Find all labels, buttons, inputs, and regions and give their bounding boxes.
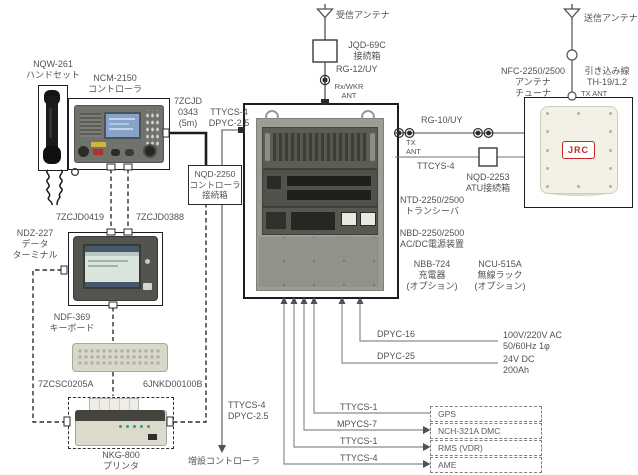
- tx-antenna-icon: [563, 4, 581, 19]
- cable-mpycs7-label: MPYCS-7: [337, 419, 378, 429]
- cable-7zcjd0388-label: 7ZCJD0388: [136, 212, 185, 222]
- printer-top: [75, 410, 165, 421]
- knob-right: [143, 144, 157, 158]
- jqd-69c-box: [312, 39, 338, 63]
- nqd-2250-junction-box: NQD-2250 コントローラ 接続箱: [188, 165, 242, 205]
- ndf-369-image: [72, 343, 168, 372]
- tuner-screws: [546, 112, 549, 115]
- handset-image: [41, 88, 63, 166]
- external-box-ame: AME: [430, 457, 542, 473]
- terminal-button: [145, 259, 150, 264]
- rx-antenna-label: 受信アンテナ: [336, 10, 390, 20]
- tuner-tx-ant-label: TX ANT: [581, 89, 608, 98]
- knob-left: [78, 146, 89, 157]
- feedline-insulator: [566, 49, 578, 61]
- tx-antenna-label: 送信アンテナ: [584, 13, 638, 23]
- external-box-dmc: NCH-321A DMC: [430, 423, 542, 439]
- lifting-eye-left: [265, 110, 279, 124]
- rack-module-transceiver: [262, 169, 378, 207]
- nqd-2250-model: NQD-2250: [194, 169, 236, 180]
- lcd-screen: [104, 112, 141, 139]
- terminal-left-connector: [60, 265, 68, 275]
- dpyc25-label: DPYC-25: [377, 351, 416, 361]
- lifting-eye-right: [361, 110, 375, 124]
- printer-switch: [148, 434, 157, 440]
- nqd-2253-box: [478, 147, 498, 167]
- handset-cords: [46, 169, 63, 206]
- rack-image: [256, 110, 384, 291]
- ame-label: AME: [438, 460, 457, 470]
- rg12-label: RG-12/UY: [336, 64, 378, 74]
- terminal-key: [143, 283, 152, 290]
- nqd-2250-type-1: コントローラ: [189, 179, 241, 190]
- rack-module-psu: [262, 207, 378, 235]
- ncm-2150-image: [74, 105, 164, 163]
- speaker-grille: [80, 113, 101, 137]
- cable-7zcsc0205a-label: 7ZCSC0205A: [38, 379, 94, 389]
- meter-left: [341, 212, 357, 226]
- dpyc16-label: DPYC-16: [377, 329, 416, 339]
- button-a: [111, 149, 120, 156]
- button-b: [125, 149, 134, 156]
- dmc-label: NCH-321A DMC: [438, 426, 501, 436]
- rack-blank-panel: [259, 237, 379, 287]
- cable-6jnkd00100b-label: 6JNKD00100B: [143, 379, 203, 389]
- ndz-227-image: [73, 236, 158, 301]
- gps-label: GPS: [438, 409, 456, 419]
- nqd-2250-type-2: 接続箱: [202, 190, 228, 201]
- meter-right: [360, 212, 376, 226]
- terminal-screen: [83, 244, 141, 289]
- nkg-800-image: [75, 398, 167, 446]
- rack-module-receiver: [262, 127, 378, 169]
- extension-controller-label: 増設コントローラ: [188, 456, 261, 466]
- extension-arrow: [218, 445, 226, 453]
- printer-leds: [119, 425, 122, 428]
- rms-label: RMS (VDR): [438, 443, 483, 453]
- ttcys4-label: TTCYS-4: [417, 161, 455, 171]
- cable-ttycs1-gps-label: TTYCS-1: [340, 402, 378, 412]
- cable-7zcjd0419-label: 7ZCJD0419: [56, 212, 105, 222]
- cable-ttycs4-ame-label: TTYCS-4: [340, 453, 378, 463]
- external-box-gps: GPS: [430, 406, 542, 422]
- jrc-logo: JRC: [562, 141, 595, 159]
- distress-label: [91, 142, 106, 147]
- nfc-tuner-image: JRC: [540, 106, 618, 196]
- rg10-label: RG-10/UY: [421, 115, 463, 125]
- rg10-connectors: [394, 128, 494, 139]
- keypad: [144, 110, 159, 146]
- rx-connector-dot: [319, 74, 331, 86]
- rx-antenna-icon: [316, 4, 334, 19]
- cable-ttycs1-rms-label: TTYCS-1: [340, 436, 378, 446]
- distress-button: [93, 149, 103, 155]
- external-box-rms: RMS (VDR): [430, 440, 542, 456]
